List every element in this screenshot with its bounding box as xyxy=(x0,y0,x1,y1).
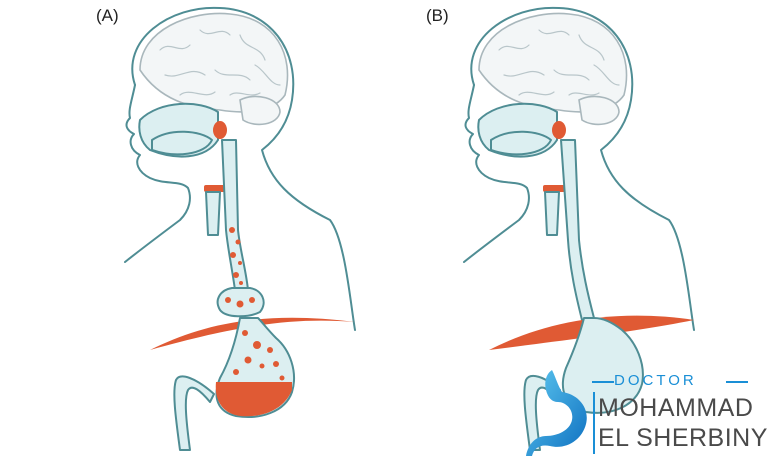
panel-b: (B) xyxy=(384,0,768,461)
tongue xyxy=(490,130,552,156)
figure-b xyxy=(463,6,695,451)
brain-folds xyxy=(498,29,620,96)
logo-doctor-word: DOCTOR xyxy=(614,372,697,389)
panel-a: (A) xyxy=(96,6,356,451)
logo-name-line1: MOHAMMAD xyxy=(598,394,754,422)
head-outline xyxy=(470,6,695,331)
figure-a xyxy=(124,6,356,451)
larynx-marker xyxy=(543,185,565,192)
panel-a-label: (A) xyxy=(96,6,119,25)
head-outline xyxy=(131,6,356,331)
soft-palate-marker xyxy=(213,121,227,139)
logo-separator xyxy=(593,392,595,454)
cerebellum xyxy=(239,95,281,126)
logo-dash-left xyxy=(592,381,614,383)
tongue xyxy=(151,130,213,156)
panel-b-label: (B) xyxy=(426,6,449,25)
trachea xyxy=(544,191,560,236)
food-bubbles xyxy=(225,227,285,381)
larynx-marker xyxy=(204,185,226,192)
esophagus xyxy=(221,139,249,291)
soft-palate-marker xyxy=(552,121,566,139)
face-outline xyxy=(124,84,191,263)
cerebellum xyxy=(578,95,620,126)
duodenum xyxy=(173,375,215,451)
brain-folds xyxy=(159,29,281,96)
face-outline xyxy=(463,84,530,263)
watermark-logo: DOCTOR MOHAMMAD EL SHERBINY xyxy=(522,364,768,461)
logo-dash-right xyxy=(726,381,748,383)
esophagus xyxy=(560,139,595,321)
stomach-fluid xyxy=(215,382,292,417)
logo-name-line2: EL SHERBINY xyxy=(598,424,768,452)
stomach xyxy=(561,317,644,414)
trachea xyxy=(205,191,221,236)
duodenum xyxy=(523,374,561,451)
stomach-logo-icon xyxy=(526,370,587,456)
